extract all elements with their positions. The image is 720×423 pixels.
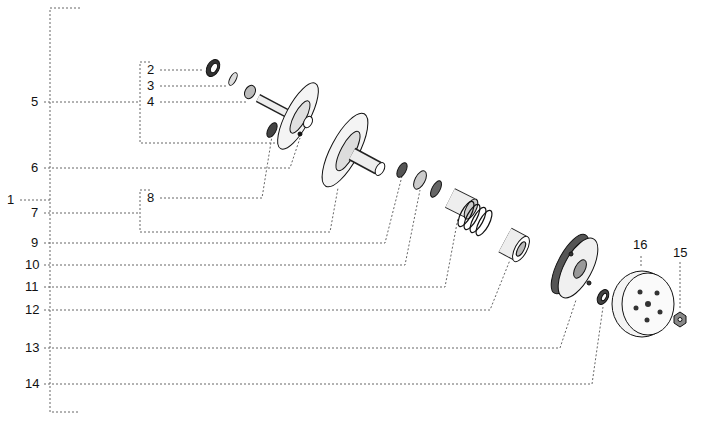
callout-number: 14 bbox=[24, 377, 40, 391]
callout-number: 6 bbox=[30, 161, 39, 175]
callout-number: 9 bbox=[30, 236, 39, 250]
callout-number: 4 bbox=[146, 95, 155, 109]
callout-number: 10 bbox=[24, 258, 40, 272]
callout-number: 2 bbox=[146, 63, 155, 77]
callout-number: 11 bbox=[24, 280, 40, 294]
callout-number: 8 bbox=[146, 191, 155, 205]
callout-number: 1 bbox=[6, 193, 15, 207]
leader-lines bbox=[20, 8, 680, 412]
callout-number: 3 bbox=[146, 79, 155, 93]
callout-number: 16 bbox=[632, 238, 648, 252]
callout-number: 15 bbox=[672, 246, 688, 260]
parts bbox=[203, 57, 686, 337]
callout-number: 12 bbox=[24, 303, 40, 317]
callout-number: 7 bbox=[30, 206, 39, 220]
callout-number: 13 bbox=[24, 341, 40, 355]
callout-number: 5 bbox=[30, 95, 39, 109]
